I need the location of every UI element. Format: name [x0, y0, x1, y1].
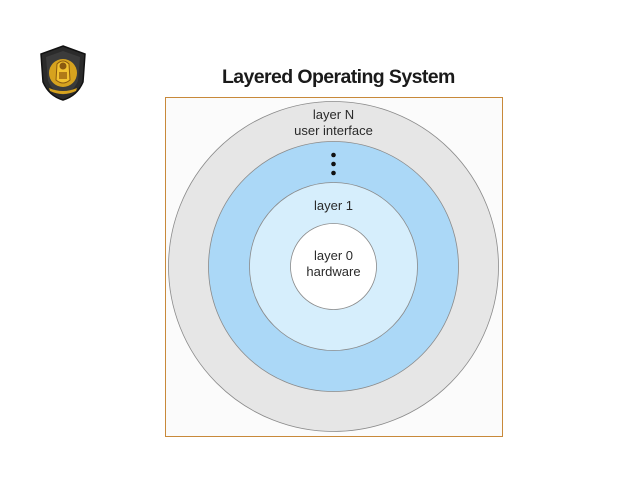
layered-rings-diagram: layer N user interface layer 1 layer 0 h… — [168, 101, 499, 432]
layer-n-label: layer N — [313, 107, 354, 122]
layer-n-sublabel: user interface — [294, 123, 373, 138]
ellipsis-dot — [331, 161, 336, 167]
diagram-frame: layer N user interface layer 1 layer 0 h… — [165, 97, 503, 437]
slide-title: Layered Operating System — [222, 66, 455, 88]
layer-1-label: layer 1 — [314, 198, 353, 213]
university-crest-icon — [37, 44, 89, 102]
layer-0-label: layer 0 — [314, 248, 353, 263]
ring-layer-0 — [290, 223, 377, 310]
layer-0-sublabel: hardware — [306, 264, 360, 279]
ellipsis-dot — [331, 170, 336, 176]
ellipsis-dot — [331, 152, 336, 158]
